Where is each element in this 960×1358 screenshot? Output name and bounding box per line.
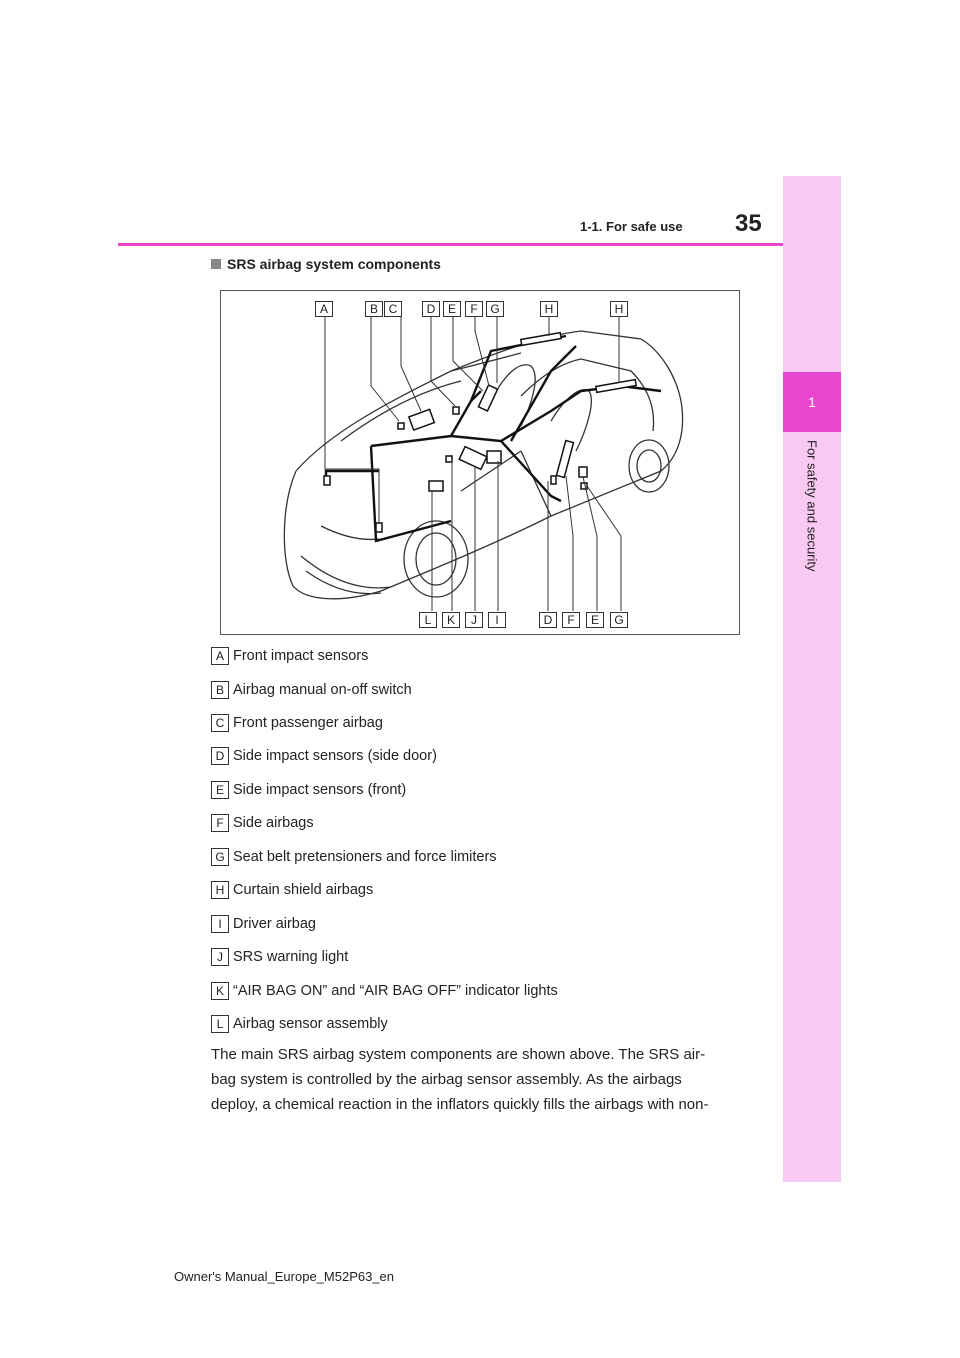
legend-text: Airbag sensor assembly xyxy=(233,1016,388,1032)
header-rule xyxy=(118,243,783,246)
callout-bottom-e: E xyxy=(586,612,604,628)
section-title: 1-1. For safe use xyxy=(580,219,683,234)
bullet-square-icon xyxy=(211,259,221,269)
chapter-tab[interactable] xyxy=(783,372,841,432)
side-tab-strip xyxy=(783,176,841,1182)
body-line: The main SRS airbag system components ar… xyxy=(211,1046,706,1063)
callout-bottom-j: J xyxy=(465,612,483,628)
legend-item: C Front passenger airbag xyxy=(211,713,383,733)
footer-text: Owner's Manual_Europe_M52P63_en xyxy=(174,1269,395,1284)
callout-top-h2: H xyxy=(610,301,628,317)
legend-key: I xyxy=(211,915,229,933)
legend-key: H xyxy=(211,881,229,899)
callout-bottom-d: D xyxy=(539,612,557,628)
body-line: bag system is controlled by the airbag s… xyxy=(211,1071,682,1088)
chapter-number: 1 xyxy=(808,394,816,410)
legend-key: E xyxy=(211,781,229,799)
callout-top-c: C xyxy=(384,301,402,317)
legend-text: Driver airbag xyxy=(233,916,316,932)
legend-key: K xyxy=(211,982,229,1000)
legend-item: D Side impact sensors (side door) xyxy=(211,746,437,766)
legend-item: E Side impact sensors (front) xyxy=(211,780,406,800)
legend-key: D xyxy=(211,747,229,765)
legend-item: K “AIR BAG ON” and “AIR BAG OFF” indicat… xyxy=(211,981,558,1001)
page-number: 35 xyxy=(735,210,762,237)
legend-item: L Airbag sensor assembly xyxy=(211,1014,388,1034)
callout-top-g: G xyxy=(486,301,504,317)
legend-key: J xyxy=(211,948,229,966)
callout-top-e: E xyxy=(443,301,461,317)
legend-item: H Curtain shield airbags xyxy=(211,880,373,900)
callout-bottom-k: K xyxy=(442,612,460,628)
legend-text: Side impact sensors (front) xyxy=(233,782,407,798)
legend-text: Airbag manual on-off switch xyxy=(233,682,412,698)
legend-text: Side impact sensors (side door) xyxy=(233,748,437,764)
callout-top-a: A xyxy=(315,301,333,317)
legend-item: G Seat belt pretensioners and force limi… xyxy=(211,847,497,867)
car-illustration xyxy=(283,317,684,611)
legend-key: B xyxy=(211,681,229,699)
legend-key: G xyxy=(211,848,229,866)
legend-text: SRS warning light xyxy=(233,949,349,965)
legend-text: Curtain shield airbags xyxy=(233,882,374,898)
legend-text: Seat belt pretensioners and force limite… xyxy=(233,849,497,865)
legend-item: F Side airbags xyxy=(211,813,314,833)
callout-top-f: F xyxy=(465,301,483,317)
legend-item: B Airbag manual on-off switch xyxy=(211,680,412,700)
heading-text: SRS airbag system components xyxy=(227,256,441,272)
legend-text: Front passenger airbag xyxy=(233,715,383,731)
legend-key: L xyxy=(211,1015,229,1033)
callout-top-b: B xyxy=(365,301,383,317)
body-paragraph: The main SRS airbag system components ar… xyxy=(211,1042,771,1117)
callout-bottom-g: G xyxy=(610,612,628,628)
callout-top-h1: H xyxy=(540,301,558,317)
callout-bottom-l: L xyxy=(419,612,437,628)
body-line: deploy, a chemical reaction in the infla… xyxy=(211,1096,709,1113)
legend-item: A Front impact sensors xyxy=(211,646,368,666)
legend-item: J SRS warning light xyxy=(211,947,348,967)
legend-text: Side airbags xyxy=(233,815,314,831)
callout-top-d: D xyxy=(422,301,440,317)
callout-bottom-f: F xyxy=(562,612,580,628)
legend-key: A xyxy=(211,647,229,665)
legend-text: “AIR BAG ON” and “AIR BAG OFF” indicator… xyxy=(233,983,558,999)
chapter-title: For safety and security xyxy=(804,440,820,572)
legend-text: Front impact sensors xyxy=(233,648,369,664)
callout-bottom-i: I xyxy=(488,612,506,628)
legend-item: I Driver airbag xyxy=(211,914,316,934)
legend-key: C xyxy=(211,714,229,732)
section-heading: SRS airbag system components xyxy=(211,256,441,272)
legend-key: F xyxy=(211,814,229,832)
airbag-diagram: A B C D E F G H H L K J I D F E G xyxy=(220,290,740,635)
